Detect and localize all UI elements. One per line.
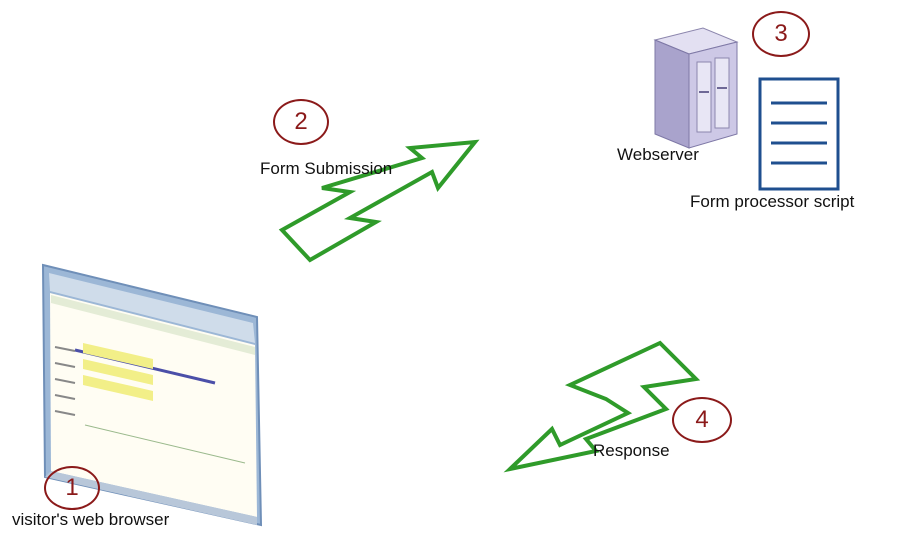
- step-1-circle: 1: [44, 466, 100, 510]
- web-browser-screenshot-icon: [41, 263, 263, 527]
- step-2-circle: 2: [273, 99, 329, 145]
- browser-label: visitor's web browser: [12, 510, 170, 529]
- webserver-label: Webserver: [617, 145, 699, 164]
- step-3-circle: 3: [752, 11, 810, 57]
- document-icon: [758, 77, 840, 191]
- script-label: Form processor script: [690, 192, 855, 211]
- lightning-arrow-icon: [503, 340, 701, 473]
- server-icon: [653, 27, 739, 149]
- form-submission-label: Form Submission: [260, 159, 393, 178]
- lightning-arrow-icon: [278, 139, 480, 263]
- response-label: Response: [593, 441, 670, 460]
- step-4-circle: 4: [672, 397, 732, 443]
